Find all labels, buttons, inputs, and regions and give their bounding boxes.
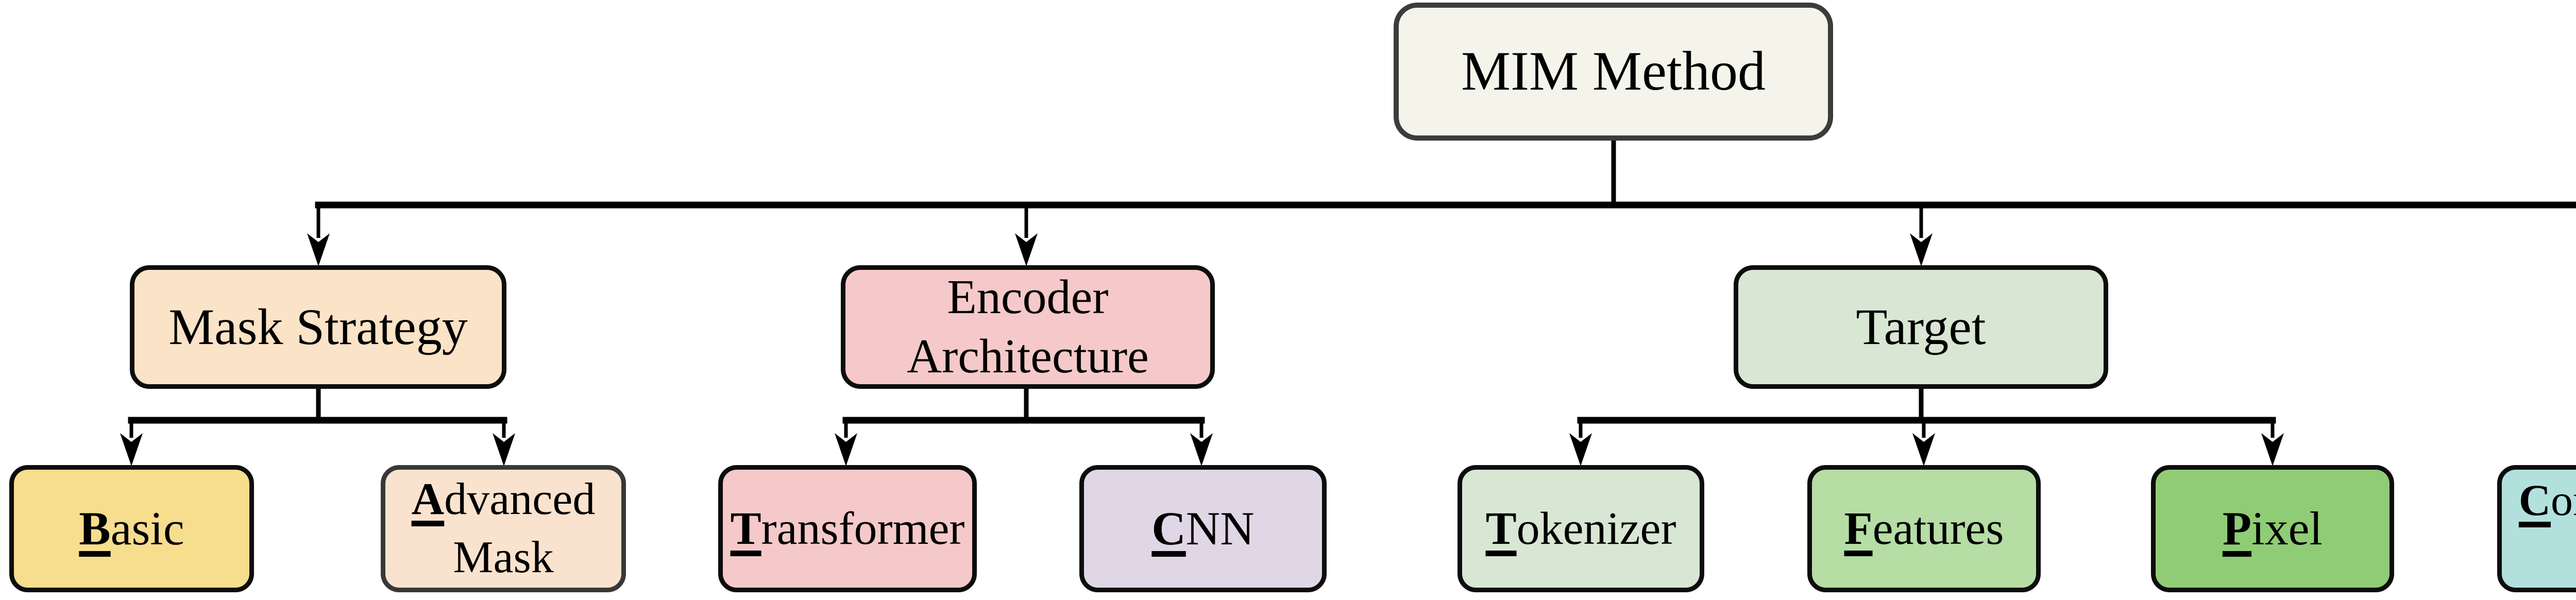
node-basic: Basic xyxy=(9,465,254,592)
node-transformer: Transformer xyxy=(718,465,977,592)
node-target: Target xyxy=(1734,265,2108,389)
node-label: Advanced xyxy=(411,474,596,524)
node-encoder-architecture: Encoder Architecture xyxy=(841,265,1215,389)
node-features: Features xyxy=(1807,465,2041,592)
node-mim-method: MIM Method xyxy=(1394,3,1833,141)
node-label: Contrastive xyxy=(2518,475,2576,525)
node-pixel: Pixel xyxy=(2151,465,2394,592)
node-label-line2: Head xyxy=(2575,529,2576,586)
node-label-line2: Architecture xyxy=(907,330,1149,383)
node-cnn: CNN xyxy=(1079,465,1327,592)
node-label: Encoder xyxy=(947,270,1109,324)
node-label: Target xyxy=(1856,298,1986,355)
node-label: MIM Method xyxy=(1461,41,1766,102)
node-tokenizer: Tokenizer xyxy=(1458,465,1704,592)
node-label: Pixel xyxy=(2222,502,2323,555)
node-label-line2: Mask xyxy=(453,532,554,582)
node-advanced-mask: Advanced Mask xyxy=(381,465,626,592)
node-label: Tokenizer xyxy=(1485,503,1676,554)
node-contrastive-head: Contrastive Head xyxy=(2497,465,2576,592)
node-mask-strategy: Mask Strategy xyxy=(130,265,506,389)
node-label: Mask Strategy xyxy=(168,298,468,355)
node-label: CNN xyxy=(1151,502,1255,555)
node-label: Basic xyxy=(79,502,184,555)
arrowheads xyxy=(120,233,2284,466)
node-label: Features xyxy=(1844,503,2004,554)
node-label: Transformer xyxy=(730,503,965,554)
